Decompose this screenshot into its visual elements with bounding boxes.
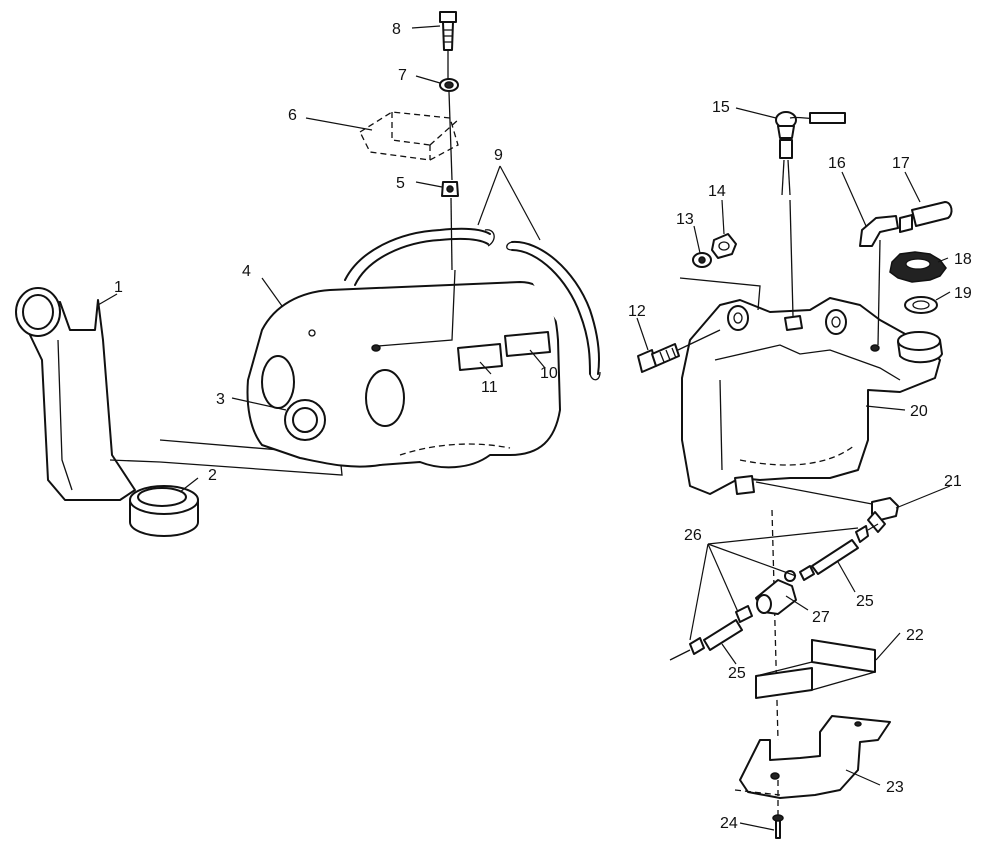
washer-and-nut	[692, 233, 737, 268]
callout-25-left: 25	[728, 665, 746, 682]
callout-18: 18	[954, 251, 972, 268]
callout-7: 7	[398, 67, 407, 84]
callout-26: 26	[684, 527, 702, 544]
fuel-line-assembly	[669, 509, 879, 741]
callout-17: 17	[892, 155, 910, 172]
callout-21: 21	[944, 473, 962, 490]
drain-bolt	[637, 329, 721, 373]
callout-10: 10	[540, 365, 558, 382]
callout-9: 9	[494, 147, 503, 164]
tank-bracket	[734, 715, 891, 799]
callout-16: 16	[828, 155, 846, 172]
callout-14: 14	[708, 183, 726, 200]
callout-1: 1	[114, 279, 123, 296]
callout-19: 19	[954, 285, 972, 302]
callout-24: 24	[720, 815, 738, 832]
grommet	[129, 485, 199, 537]
filler-cap	[889, 251, 947, 283]
callout-12: 12	[628, 303, 646, 320]
callout-27: 27	[812, 609, 830, 626]
callout-20: 20	[910, 403, 928, 420]
bracket-outline	[359, 111, 459, 161]
cap-gasket	[877, 239, 938, 346]
callout-3: 3	[216, 391, 225, 408]
level-sender	[775, 111, 846, 196]
callout-15: 15	[712, 99, 730, 116]
oil-tank	[679, 199, 943, 495]
callout-23: 23	[886, 779, 904, 796]
callout-4: 4	[242, 263, 251, 280]
mounting-strap	[755, 639, 876, 699]
callout-5: 5	[396, 175, 405, 192]
outlet-fitting	[755, 481, 899, 533]
callout-8: 8	[392, 21, 401, 38]
callout-25-right: 25	[856, 593, 874, 610]
vent-hoses	[344, 227, 601, 381]
callout-22: 22	[906, 627, 924, 644]
callout-numbers: 1 2 3 4 5 6 7 8 9 10 11 12 13 14 15 16 1…	[114, 21, 972, 832]
callout-11: 11	[481, 379, 498, 396]
cover-decals	[457, 331, 551, 371]
callout-2: 2	[208, 467, 217, 484]
leader-lines	[97, 25, 951, 831]
mounting-hardware	[439, 11, 459, 271]
cover-grommet	[284, 399, 326, 441]
callout-13: 13	[676, 211, 694, 228]
bracket-screw	[772, 780, 784, 839]
vent-fitting-and-hose	[859, 201, 953, 247]
filler-neck-elbow	[15, 287, 343, 501]
callout-6: 6	[288, 107, 297, 124]
